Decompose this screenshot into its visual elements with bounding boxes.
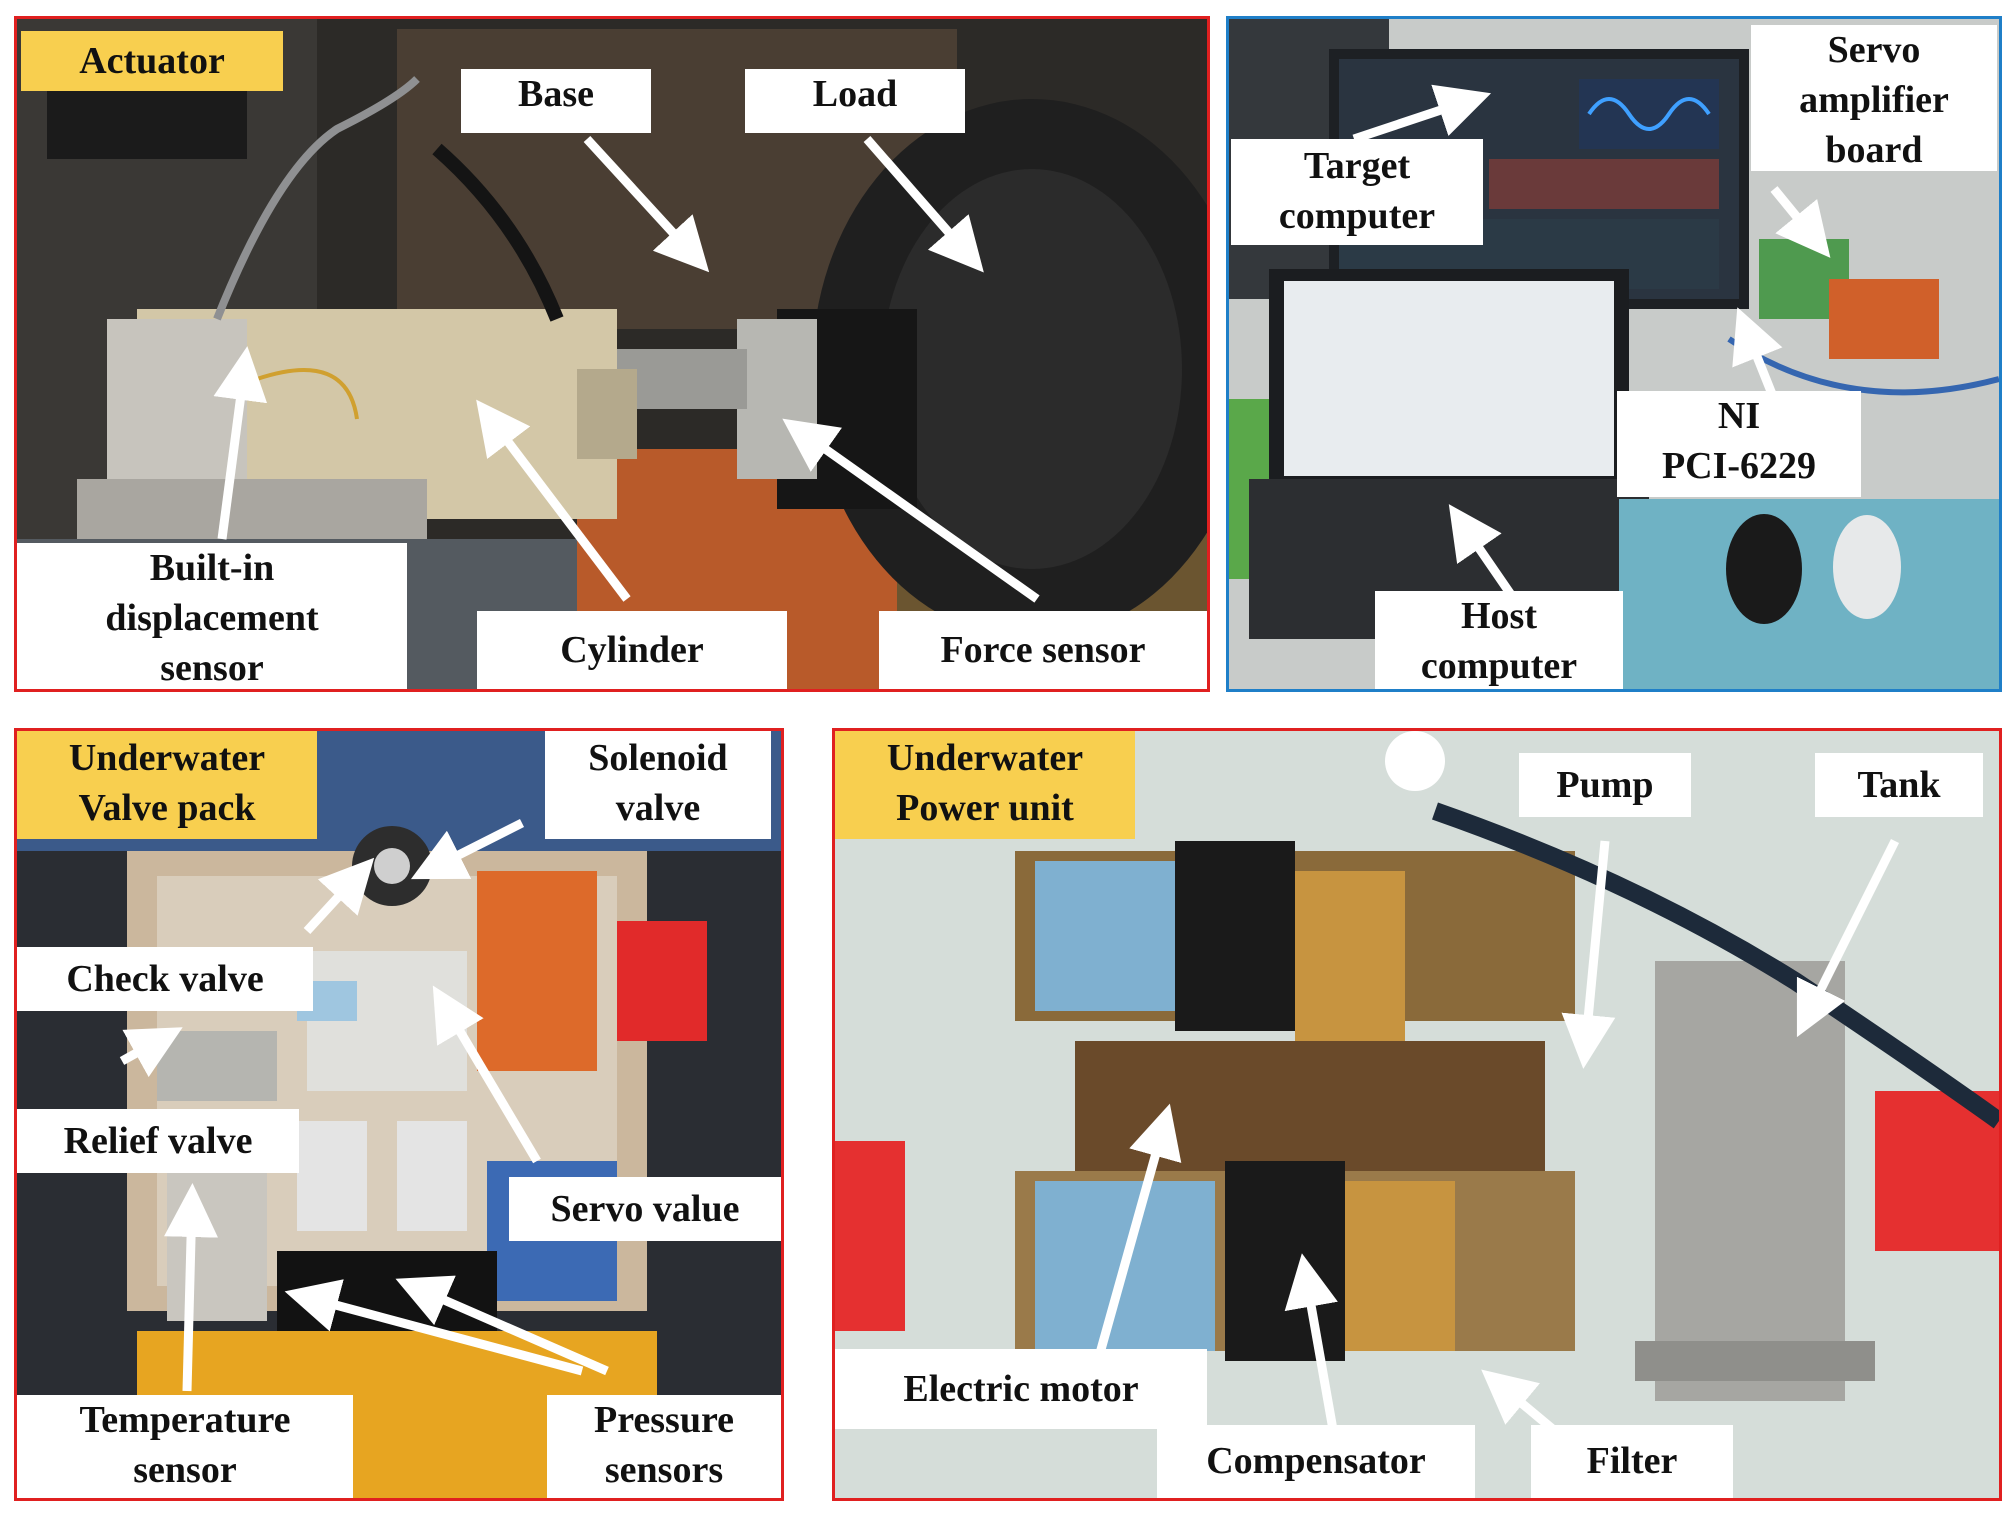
servo-line3: board	[1825, 129, 1923, 171]
servo-amplifier-board-label: Servo amplifier board	[1751, 25, 1997, 171]
cylinder-label: Cylinder	[477, 611, 787, 689]
builtin-line3: sensor	[160, 647, 264, 689]
power-unit-tag: Underwater Power unit	[835, 731, 1135, 839]
load-label: Load	[745, 69, 965, 133]
power-unit-tag-line2: Power unit	[896, 787, 1074, 829]
ni-line1: NI	[1717, 395, 1761, 437]
actuator-tag: Actuator	[21, 31, 283, 91]
check-valve-label: Check valve	[17, 947, 313, 1011]
power-unit-panel: Underwater Power unit Pump Tank Electric…	[832, 728, 2002, 1501]
target-line2: computer	[1278, 195, 1436, 237]
base-label: Base	[461, 69, 651, 133]
temp-line2: sensor	[133, 1449, 237, 1491]
temperature-sensor-label: Temperature sensor	[17, 1395, 353, 1498]
actuator-panel: Actuator Base Load Built-in displacement…	[14, 16, 1210, 692]
solenoid-line2: valve	[615, 787, 701, 829]
valve-pack-tag-line2: Valve pack	[78, 787, 256, 829]
relief-valve-label: Relief valve	[17, 1109, 299, 1173]
host-line2: computer	[1420, 645, 1578, 687]
host-line1: Host	[1461, 595, 1537, 637]
ni-pci-label: NI PCI-6229	[1617, 391, 1861, 497]
pressure-line2: sensors	[604, 1449, 724, 1491]
valve-pack-tag-line1: Underwater	[68, 737, 266, 779]
pump-label: Pump	[1519, 753, 1691, 817]
filter-label: Filter	[1531, 1425, 1733, 1498]
power-unit-tag-line1: Underwater	[886, 737, 1084, 779]
temp-line1: Temperature	[79, 1399, 291, 1441]
target-line1: Target	[1303, 145, 1411, 187]
compensator-label: Compensator	[1157, 1425, 1475, 1498]
computers-panel: Servo amplifier board Target computer NI…	[1226, 16, 2002, 692]
pressure-sensors-label: Pressure sensors	[547, 1395, 781, 1498]
target-computer-label: Target computer	[1231, 139, 1483, 245]
servo-line1: Servo	[1827, 29, 1921, 71]
builtin-displacement-sensor-label: Built-in displacement sensor	[17, 543, 407, 689]
host-computer-label: Host computer	[1375, 591, 1623, 689]
electric-motor-label: Electric motor	[835, 1349, 1207, 1429]
tank-label: Tank	[1815, 753, 1983, 817]
servo-line2: amplifier	[1799, 79, 1949, 121]
valve-pack-tag: Underwater Valve pack	[17, 731, 317, 839]
solenoid-valve-label: Solenoid valve	[545, 731, 771, 839]
servo-value-label: Servo value	[509, 1177, 781, 1241]
force-sensor-label: Force sensor	[879, 611, 1207, 689]
builtin-line1: Built-in	[149, 547, 275, 589]
valve-pack-panel: Underwater Valve pack Solenoid valve Che…	[14, 728, 784, 1501]
ni-line2: PCI-6229	[1661, 445, 1817, 487]
builtin-line2: displacement	[105, 597, 319, 639]
pressure-line1: Pressure	[593, 1399, 734, 1441]
solenoid-line1: Solenoid	[588, 737, 728, 779]
